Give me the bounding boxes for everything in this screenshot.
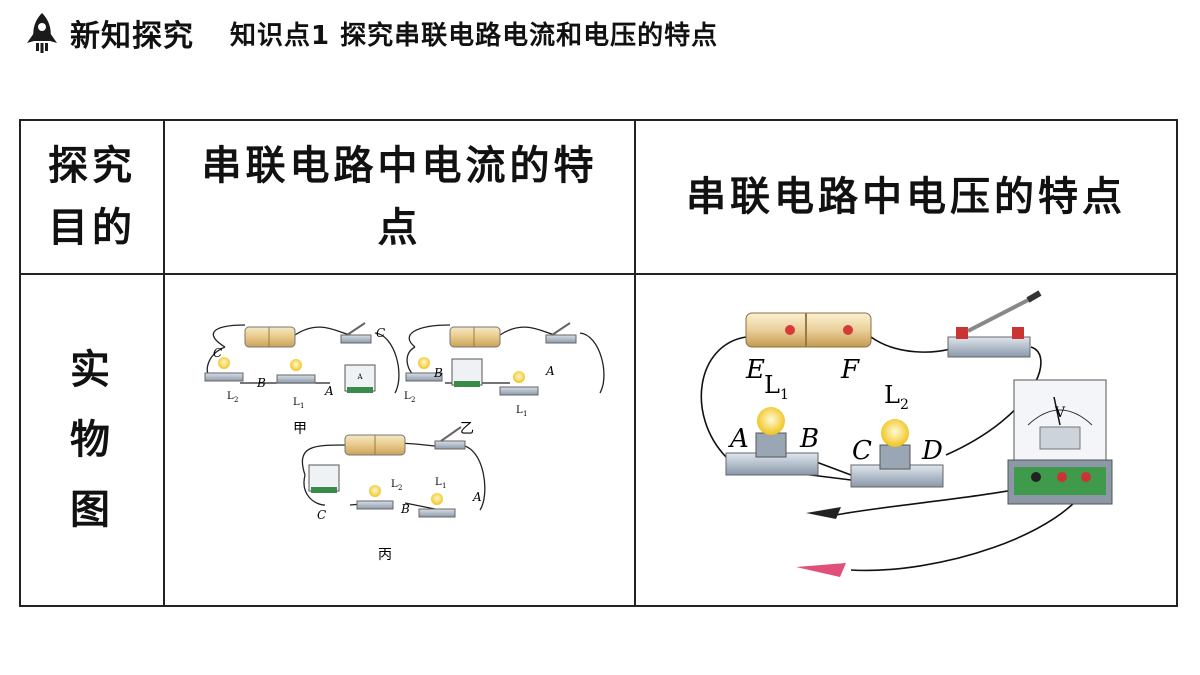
point-label: B — [256, 376, 266, 390]
point-label: B — [799, 424, 819, 454]
point-label: A — [545, 364, 555, 378]
bulb-icon — [513, 371, 525, 383]
bulb-icon — [290, 359, 302, 371]
lamp-label: L — [391, 479, 398, 490]
knowledge-point-title: 知识点1 探究串联电路电流和电压的特点 — [230, 20, 719, 51]
lamp-subscript: 2 — [398, 484, 402, 492]
switch-icon — [434, 440, 466, 450]
circuit-panel-bing: C B A L 2 L 1 丙 — [301, 426, 486, 563]
lamp-label: L — [516, 405, 523, 416]
object-label: 实物图 — [70, 347, 114, 533]
point-label: D — [921, 436, 943, 466]
lamp-label: L — [293, 397, 300, 408]
switch — [947, 290, 1042, 358]
lamp-subscript: 2 — [411, 396, 415, 404]
test-clips — [796, 507, 846, 577]
red-clip-icon — [796, 563, 846, 577]
bulb-icon — [881, 419, 909, 447]
battery-box: E F — [745, 312, 872, 385]
point-label: B — [400, 502, 410, 516]
lamp-label: L — [884, 381, 900, 409]
panel-label: 乙 — [460, 421, 474, 437]
battery-terminal-label: E — [745, 355, 765, 385]
point-label: A — [324, 384, 334, 398]
point-label: C — [317, 508, 326, 522]
panel-label: 丙 — [378, 547, 392, 563]
purpose-current-cell: 串联电路中电流的特点 — [163, 119, 636, 275]
current-circuit-cell: A C B A L 2 L 1 甲 — [163, 273, 636, 607]
bulb-icon — [757, 407, 785, 435]
lamp-base-icon — [204, 372, 244, 382]
voltage-circuit-figure: E F L 1 A B — [700, 290, 1113, 577]
purpose-voltage: 串联电路中电压的特点 — [686, 174, 1126, 220]
purpose-current: 串联电路中电流的特点 — [201, 143, 598, 251]
lamp-subscript: 2 — [900, 397, 909, 413]
meter-symbol: V — [1054, 405, 1066, 421]
object-label-cell: 实物图 — [19, 273, 165, 607]
meter-symbol: A — [356, 373, 363, 381]
lamp-label: L — [435, 477, 442, 488]
point-label: B — [433, 366, 443, 380]
slide-header: 新知探究 知识点1 探究串联电路电流和电压的特点 — [22, 8, 718, 58]
lamp-subscript: 1 — [300, 402, 304, 410]
purpose-voltage-cell: 串联电路中电压的特点 — [634, 119, 1178, 275]
section-title: 新知探究 — [70, 19, 194, 54]
lamp-l2: L 2 C D — [850, 381, 944, 488]
point-label: C — [376, 326, 385, 340]
circuit-panel-jia: A C B A L 2 L 1 甲 — [204, 322, 400, 437]
lamp-subscript: 1 — [442, 482, 446, 490]
bulb-icon — [418, 357, 430, 369]
black-clip-icon — [806, 507, 841, 519]
lamp-l1: L 1 A B — [725, 371, 819, 476]
battery-icon — [449, 326, 501, 348]
switch-icon — [545, 334, 577, 344]
lamp-label: L — [764, 371, 780, 399]
panel-label: 甲 — [293, 421, 307, 437]
point-label: A — [472, 490, 482, 504]
lamp-subscript: 2 — [234, 396, 238, 404]
lamp-label: L — [404, 391, 411, 402]
switch-icon — [340, 334, 372, 344]
ammeter-icon — [344, 364, 376, 392]
bulb-icon — [431, 493, 443, 505]
switch-icon — [947, 336, 1031, 358]
object-row: 实物图 — [19, 273, 1178, 607]
lamp-subscript: 1 — [780, 387, 789, 403]
battery-icon — [244, 326, 296, 348]
point-label: A — [728, 424, 749, 454]
lamp-subscript: 1 — [523, 410, 527, 418]
purpose-label: 探究目的 — [48, 143, 136, 251]
voltmeter: V — [1007, 379, 1113, 505]
voltage-circuit-cell: E F L 1 A B — [634, 273, 1178, 607]
ammeter-icon — [308, 464, 340, 492]
point-label: C — [213, 346, 222, 360]
circuit-panel-yi: C B A L 2 L 1 乙 — [376, 322, 605, 437]
rocket-icon — [27, 13, 57, 53]
battery-terminal-label: F — [840, 355, 860, 385]
lamp-label: L — [227, 391, 234, 402]
experiment-table: 探究目的 串联电路中电流的特点 串联电路中电压的特点 实物图 — [19, 119, 1178, 607]
purpose-row: 探究目的 串联电路中电流的特点 串联电路中电压的特点 — [19, 119, 1178, 275]
bulb-icon — [369, 485, 381, 497]
battery-icon — [745, 312, 872, 348]
purpose-label-cell: 探究目的 — [19, 119, 165, 275]
point-label: C — [852, 436, 872, 466]
bulb-icon — [218, 357, 230, 369]
current-circuit-figure: A C B A L 2 L 1 甲 — [204, 322, 605, 563]
